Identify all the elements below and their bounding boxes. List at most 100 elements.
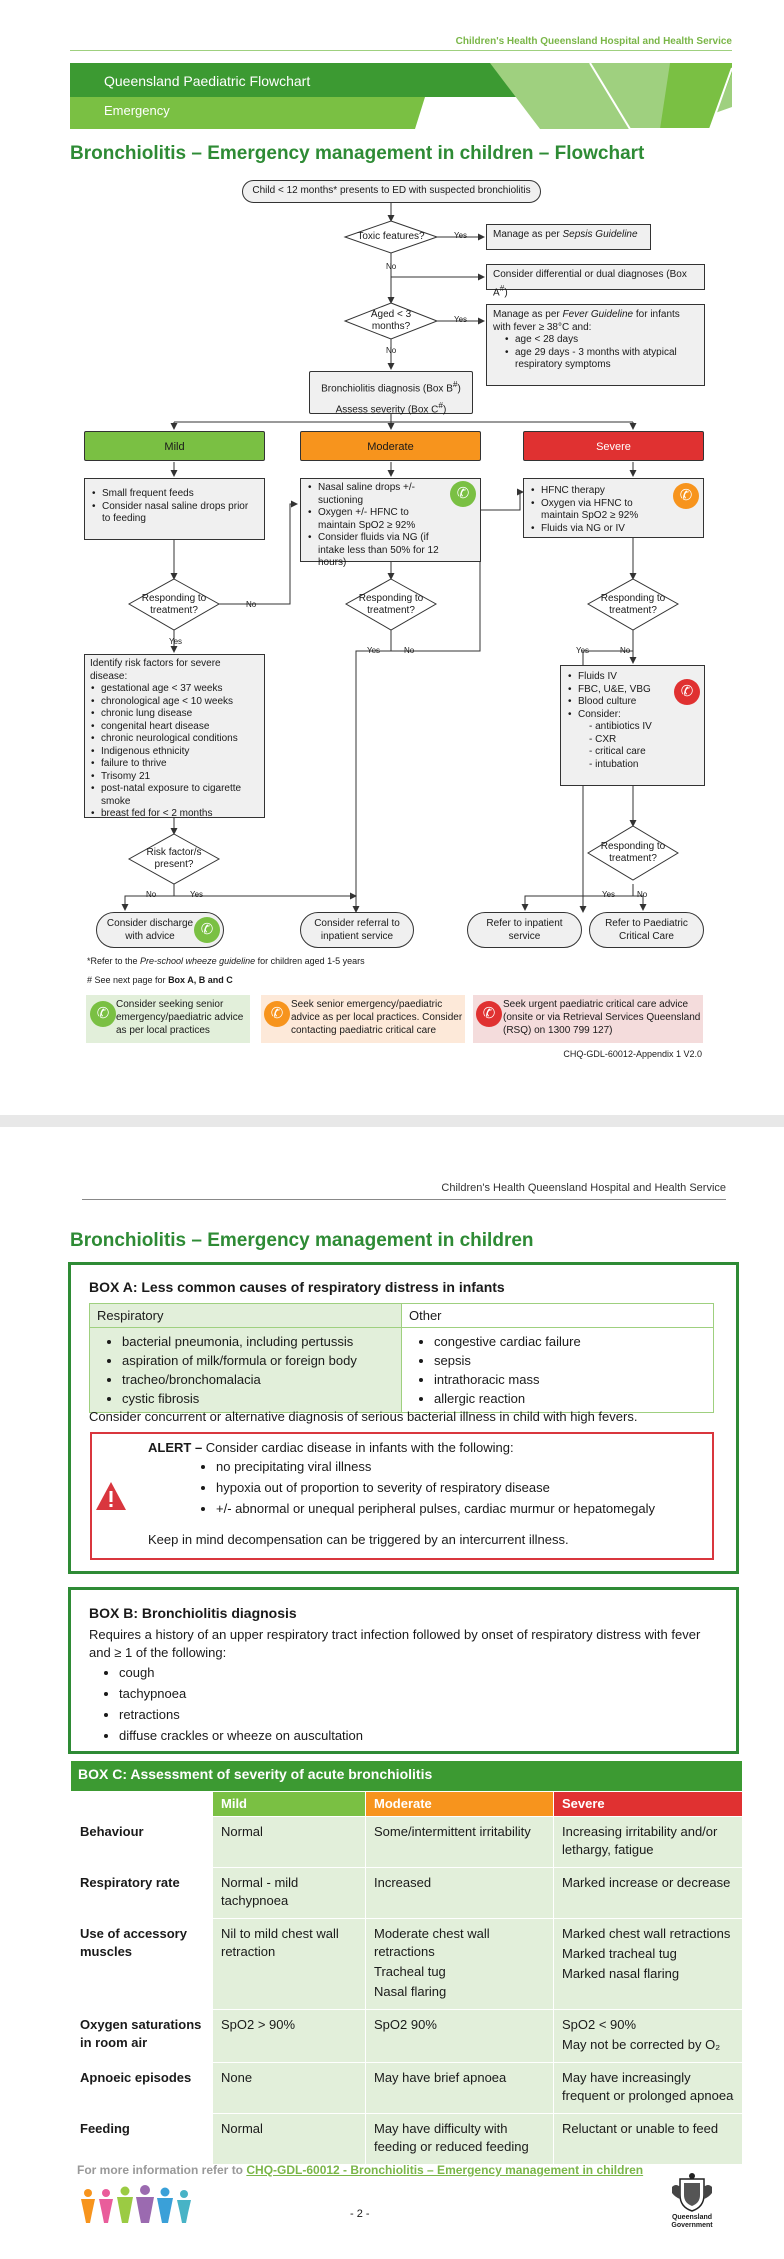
severe-no-label: No bbox=[620, 646, 631, 655]
box-c: BOX C: Assessment of severity of acute b… bbox=[71, 1761, 743, 2165]
legend-red-text: Seek urgent paediatric critical care adv… bbox=[503, 999, 701, 1036]
phone-icon-moderate: ✆ bbox=[673, 483, 699, 509]
severity-cell-line: May not be corrected by O₂ bbox=[562, 2037, 721, 2052]
alert-text: Consider cardiac disease in infants with… bbox=[202, 1440, 514, 1455]
moderate-no-label: No bbox=[404, 646, 415, 655]
risk-factor-item: post-natal exposure to cigarette smoke bbox=[91, 783, 259, 808]
severe-escalation-item: FBC, U&E, VBG bbox=[568, 684, 698, 697]
severe-treatment: HFNC therapy Oxygen via HFNC to maintain… bbox=[523, 478, 704, 538]
other-cause-item: congestive cardiac failure bbox=[434, 1332, 709, 1351]
severity-cell-line: SpO2 90% bbox=[374, 2017, 437, 2032]
diagnosis-criterion-item: retractions bbox=[119, 1704, 363, 1725]
severity-cell-line: Marked increase or decrease bbox=[562, 1875, 731, 1890]
sepsis-pre: Manage as per bbox=[493, 229, 563, 240]
severity-header-moderate: Moderate bbox=[365, 1791, 554, 1817]
diagnosis-end: ) bbox=[457, 383, 461, 395]
severity-cell-moderate: SpO2 90% bbox=[365, 2009, 554, 2063]
diagnosis-criterion-item: tachypnoea bbox=[119, 1683, 363, 1704]
footnote2-bold: Box A, B and C bbox=[168, 975, 233, 985]
severe-escalation-box: Fluids IVFBC, U&E, VBGBlood cultureConsi… bbox=[560, 665, 705, 786]
risk-factor-item: chronological age < 10 weeks bbox=[91, 696, 259, 709]
severity-cell-line: Nil to mild chest wall retraction bbox=[221, 1926, 339, 1959]
mild-yes-label: Yes bbox=[169, 637, 183, 646]
diagnosis-sup: # bbox=[452, 379, 458, 389]
respiratory-cause-item: bacterial pneumonia, including pertussis bbox=[122, 1332, 397, 1351]
severity-cell-line: Marked nasal flaring bbox=[562, 1966, 680, 1981]
phone-icon-mild: ✆ bbox=[450, 481, 476, 507]
fever-guideline-link[interactable]: Fever Guideline bbox=[562, 309, 634, 320]
severity-row-label: Feeding bbox=[71, 2113, 213, 2165]
page-number: - 2 - bbox=[350, 2208, 370, 2220]
fever-item: age 29 days - 3 months with atypical res… bbox=[505, 347, 698, 372]
severity-cell-line: SpO2 < 90% bbox=[562, 2017, 637, 2032]
severe-escalation-subitem: - intubation bbox=[589, 758, 639, 770]
severity-row-label: Apnoeic episodes bbox=[71, 2062, 213, 2114]
severity-cell-line: Moderate chest wall retractions bbox=[374, 1926, 490, 1959]
mild-no-label: No bbox=[246, 600, 257, 609]
severity-cell-severe: Marked increase or decrease bbox=[553, 1867, 743, 1919]
flowchart-banner bbox=[70, 63, 732, 129]
severity-row-label: Use of accessory muscles bbox=[71, 1918, 213, 2010]
risk-factor-item: Trisomy 21 bbox=[91, 771, 259, 784]
sepsis-guideline-link[interactable]: Sepsis Guideline bbox=[562, 229, 638, 240]
page-2: Children's Health Queensland Hospital an… bbox=[0, 1127, 784, 2259]
box-a-note: Consider concurrent or alternative diagn… bbox=[89, 1409, 638, 1424]
legend-green: ✆ Consider seeking senior emergency/paed… bbox=[86, 995, 250, 1043]
severity-cell-severe: Reluctant or unable to feed bbox=[553, 2113, 743, 2165]
decision-risk-present: Risk factor/s present? bbox=[146, 847, 202, 870]
severity-cell-line: None bbox=[221, 2070, 253, 2085]
more-info-pre: For more information refer to bbox=[77, 2163, 247, 2177]
more-info-link[interactable]: CHQ-GDL-60012 - Bronchiolitis – Emergenc… bbox=[246, 2163, 644, 2177]
footnote-boxes: # See next page for Box A, B and C bbox=[87, 975, 233, 985]
diagnosis-criterion-item: diffuse crackles or wheeze on auscultati… bbox=[119, 1725, 363, 1746]
severity-moderate-header: Moderate bbox=[300, 431, 481, 461]
preschool-wheeze-link[interactable]: Pre-school wheeze guideline bbox=[140, 956, 256, 966]
severity-cell-line: May have increasingly frequent or prolon… bbox=[562, 2070, 734, 2103]
diagnosis-text: Bronchiolitis diagnosis (Box B bbox=[321, 383, 453, 395]
alert-item: no precipitating viral illness bbox=[216, 1456, 655, 1477]
severity-cell-moderate: Increased bbox=[365, 1867, 554, 1919]
legend-orange-text: Seek senior emergency/paediatric advice … bbox=[291, 999, 463, 1036]
severe-escalation-subitem: - CXR bbox=[589, 733, 617, 745]
differential-box: Consider differential or dual diagnoses … bbox=[486, 264, 705, 298]
box-a-table-wrap: Respiratory Other bacterial pneumonia, i… bbox=[89, 1303, 714, 1413]
box-a-col-other: Other bbox=[401, 1303, 714, 1328]
severity-cell-line: Increased bbox=[374, 1875, 432, 1890]
decision-responding-severe: Responding to treatment? bbox=[600, 593, 666, 616]
risk-list: gestational age < 37 weekschronological … bbox=[90, 683, 259, 821]
severity-row-label: Respiratory rate bbox=[71, 1867, 213, 1919]
diagnosis-box: Bronchiolitis diagnosis (Box B#) Assess … bbox=[309, 371, 473, 416]
severity-cell-line: May have difficulty with feeding or redu… bbox=[374, 2121, 529, 2154]
severity-cell-severe: May have increasingly frequent or prolon… bbox=[553, 2062, 743, 2114]
box-a-respiratory-cell: bacterial pneumonia, including pertussis… bbox=[89, 1327, 402, 1413]
severity-cell-mild: None bbox=[212, 2062, 366, 2114]
footnote2-pre: # See next page for bbox=[87, 975, 169, 985]
severity-cell-line: May have brief apnoea bbox=[374, 2070, 507, 2085]
box-a-table: Respiratory Other bacterial pneumonia, i… bbox=[89, 1303, 714, 1413]
severity-cell-line: Normal - mild tachypnoea bbox=[221, 1875, 299, 1908]
footnote-pre: *Refer to the bbox=[87, 956, 141, 966]
mild-treatment: Small frequent feeds Consider nasal sali… bbox=[84, 478, 265, 540]
legend-red: ✆ Seek urgent paediatric critical care a… bbox=[473, 995, 703, 1043]
legend-green-text: Consider seeking senior emergency/paedia… bbox=[116, 999, 244, 1036]
banner-subtitle: Emergency bbox=[104, 103, 170, 118]
severity-header-severe: Severe bbox=[553, 1791, 743, 1817]
footnote-post: for children aged 1-5 years bbox=[255, 956, 365, 966]
severity-cell-line: Increasing irritability and/or lethargy,… bbox=[562, 1824, 718, 1857]
severe2-sublist: - antibiotics IV- CXR- critical care- in… bbox=[567, 721, 698, 771]
severity-cell-mild: Nil to mild chest wall retraction bbox=[212, 1918, 366, 2010]
severity-cell-severe: SpO2 < 90% May not be corrected by O₂ bbox=[553, 2009, 743, 2063]
moderate-yes-label: Yes bbox=[367, 646, 381, 655]
box-a-title: BOX A: Less common causes of respiratory… bbox=[89, 1279, 505, 1295]
severe-item: HFNC therapy bbox=[531, 485, 667, 498]
hhs-name-p2: Children's Health Queensland Hospital an… bbox=[441, 1182, 726, 1194]
alert-footer: Keep in mind decompensation can be trigg… bbox=[148, 1532, 569, 1547]
toxic-no-label: No bbox=[386, 262, 397, 271]
severity-cell-moderate: May have brief apnoea bbox=[365, 2062, 554, 2114]
severity-cell-moderate: May have difficulty with feeding or redu… bbox=[365, 2113, 554, 2165]
fever-box: Manage as per Fever Guideline for infant… bbox=[486, 304, 705, 386]
risk-title: Identify risk factors for severe disease… bbox=[90, 658, 221, 682]
box-b-title: BOX B: Bronchiolitis diagnosis bbox=[89, 1605, 297, 1621]
